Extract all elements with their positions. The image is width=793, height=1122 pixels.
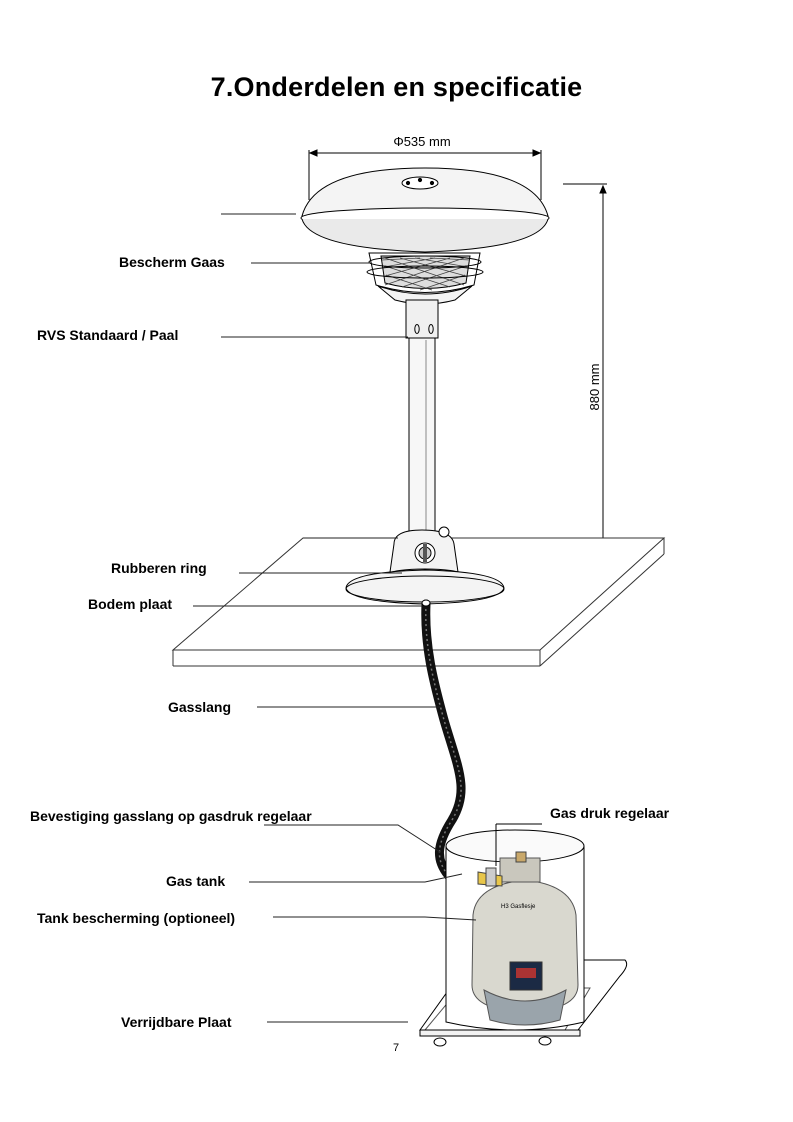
label-rubber-ring: Rubberen ring xyxy=(111,560,207,576)
label-protective-mesh: Bescherm Gaas xyxy=(119,254,225,270)
label-hose-attachment: Bevestiging gasslang op gasdruk regelaar xyxy=(30,808,312,824)
diameter-dimension xyxy=(308,149,542,200)
label-pole: RVS Standaard / Paal xyxy=(37,327,179,343)
base-plate xyxy=(345,569,505,605)
tank-sticker: H3 Gasflesje xyxy=(501,904,536,910)
reflector-dome xyxy=(300,167,550,253)
label-tank-cover: Tank bescherming (optioneel) xyxy=(37,910,236,926)
label-regulator: Gas druk regelaar xyxy=(550,805,670,821)
diameter-value: Φ535 mm xyxy=(393,134,450,149)
leader-lines xyxy=(193,213,477,1023)
pole xyxy=(405,299,439,535)
gas-tank-drawing xyxy=(471,823,579,1026)
label-gas-hose: Gasslang xyxy=(168,699,232,715)
label-movable-plate: Verrijdbare Plaat xyxy=(121,1014,232,1030)
leader-gas-tank xyxy=(249,873,463,883)
gas-hose-drawing xyxy=(421,599,475,885)
burner-mesh xyxy=(366,252,484,305)
page-title: 7.Onderdelen en specificatie xyxy=(210,72,583,102)
leader-hose-attachment xyxy=(264,824,441,853)
label-gas-tank: Gas tank xyxy=(166,873,226,889)
height-value: 880 mm xyxy=(587,364,602,411)
base-housing xyxy=(388,526,462,580)
page-number: 7 xyxy=(393,1042,400,1054)
label-base-plate: Bodem plaat xyxy=(88,596,173,612)
leader-tank-cover xyxy=(273,916,477,921)
